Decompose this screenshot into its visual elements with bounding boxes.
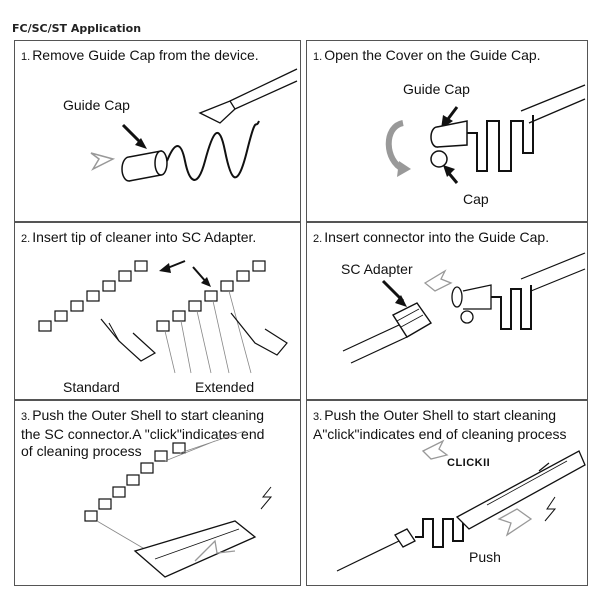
step-instruction-line3: of cleaning process bbox=[21, 443, 142, 459]
step-instruction: Remove Guide Cap from the device. bbox=[32, 47, 259, 63]
step-number: 2. bbox=[21, 233, 31, 245]
label-sc-adapter: SC Adapter bbox=[341, 261, 413, 277]
step-number: 3. bbox=[313, 411, 323, 423]
step-instruction: Open the Cover on the Guide Cap. bbox=[324, 47, 541, 63]
panel-push-shell-sc: 3.Push the Outer Shell to start cleaning… bbox=[14, 400, 301, 586]
step-text: 1.Open the Cover on the Guide Cap. bbox=[313, 47, 541, 66]
label-push: Push bbox=[469, 549, 501, 565]
step-instruction-line1: Push the Outer Shell to start cleaning bbox=[32, 407, 265, 423]
panel-open-cover: 1.Open the Cover on the Guide Cap. Guide… bbox=[306, 40, 588, 222]
step-instruction-line1: Push the Outer Shell to start cleaning bbox=[324, 407, 557, 423]
step-number: 3. bbox=[21, 411, 31, 423]
panel-insert-connector: 2.Insert connector into the Guide Cap. S… bbox=[306, 222, 588, 400]
step-instruction-line2: A"click"indicates end of cleaning proces… bbox=[313, 426, 567, 442]
insert-tip-illustration bbox=[38, 260, 288, 374]
push-shell-illustration bbox=[336, 439, 586, 572]
step-instruction: Insert tip of cleaner into SC Adapter. bbox=[32, 229, 257, 245]
step-number: 2. bbox=[313, 233, 323, 245]
step-text: 3.Push the Outer Shell to start cleaning… bbox=[21, 407, 264, 460]
label-extended: Extended bbox=[195, 379, 255, 395]
step-text: 2.Insert connector into the Guide Cap. bbox=[313, 229, 549, 248]
panel-remove-guide-cap: 1.Remove Guide Cap from the device. Guid… bbox=[14, 40, 301, 222]
remove-guide-cap-illustration bbox=[90, 68, 298, 182]
label-guide-cap: Guide Cap bbox=[403, 81, 470, 97]
panel-push-shell: 3.Push the Outer Shell to start cleaning… bbox=[306, 400, 588, 586]
push-shell-sc-illustration bbox=[84, 430, 273, 578]
step-text: 2.Insert tip of cleaner into SC Adapter. bbox=[21, 229, 256, 248]
page-title: FC/SC/ST Application bbox=[12, 22, 142, 35]
label-guide-cap: Guide Cap bbox=[63, 97, 130, 113]
open-cover-illustration bbox=[385, 84, 586, 184]
step-number: 1. bbox=[21, 51, 31, 63]
insert-connector-illustration bbox=[342, 252, 586, 364]
panel-insert-tip: 2.Insert tip of cleaner into SC Adapter.… bbox=[14, 222, 301, 400]
label-cap: Cap bbox=[463, 191, 489, 207]
step-number: 1. bbox=[313, 51, 323, 63]
step-instruction: Insert connector into the Guide Cap. bbox=[324, 229, 550, 245]
step-instruction-line2: the SC connector.A "click"indicates end bbox=[21, 426, 265, 442]
step-text: 3.Push the Outer Shell to start cleaning… bbox=[313, 407, 567, 443]
label-click: CLICKII bbox=[447, 457, 491, 469]
step-text: 1.Remove Guide Cap from the device. bbox=[21, 47, 259, 66]
label-standard: Standard bbox=[63, 379, 120, 395]
